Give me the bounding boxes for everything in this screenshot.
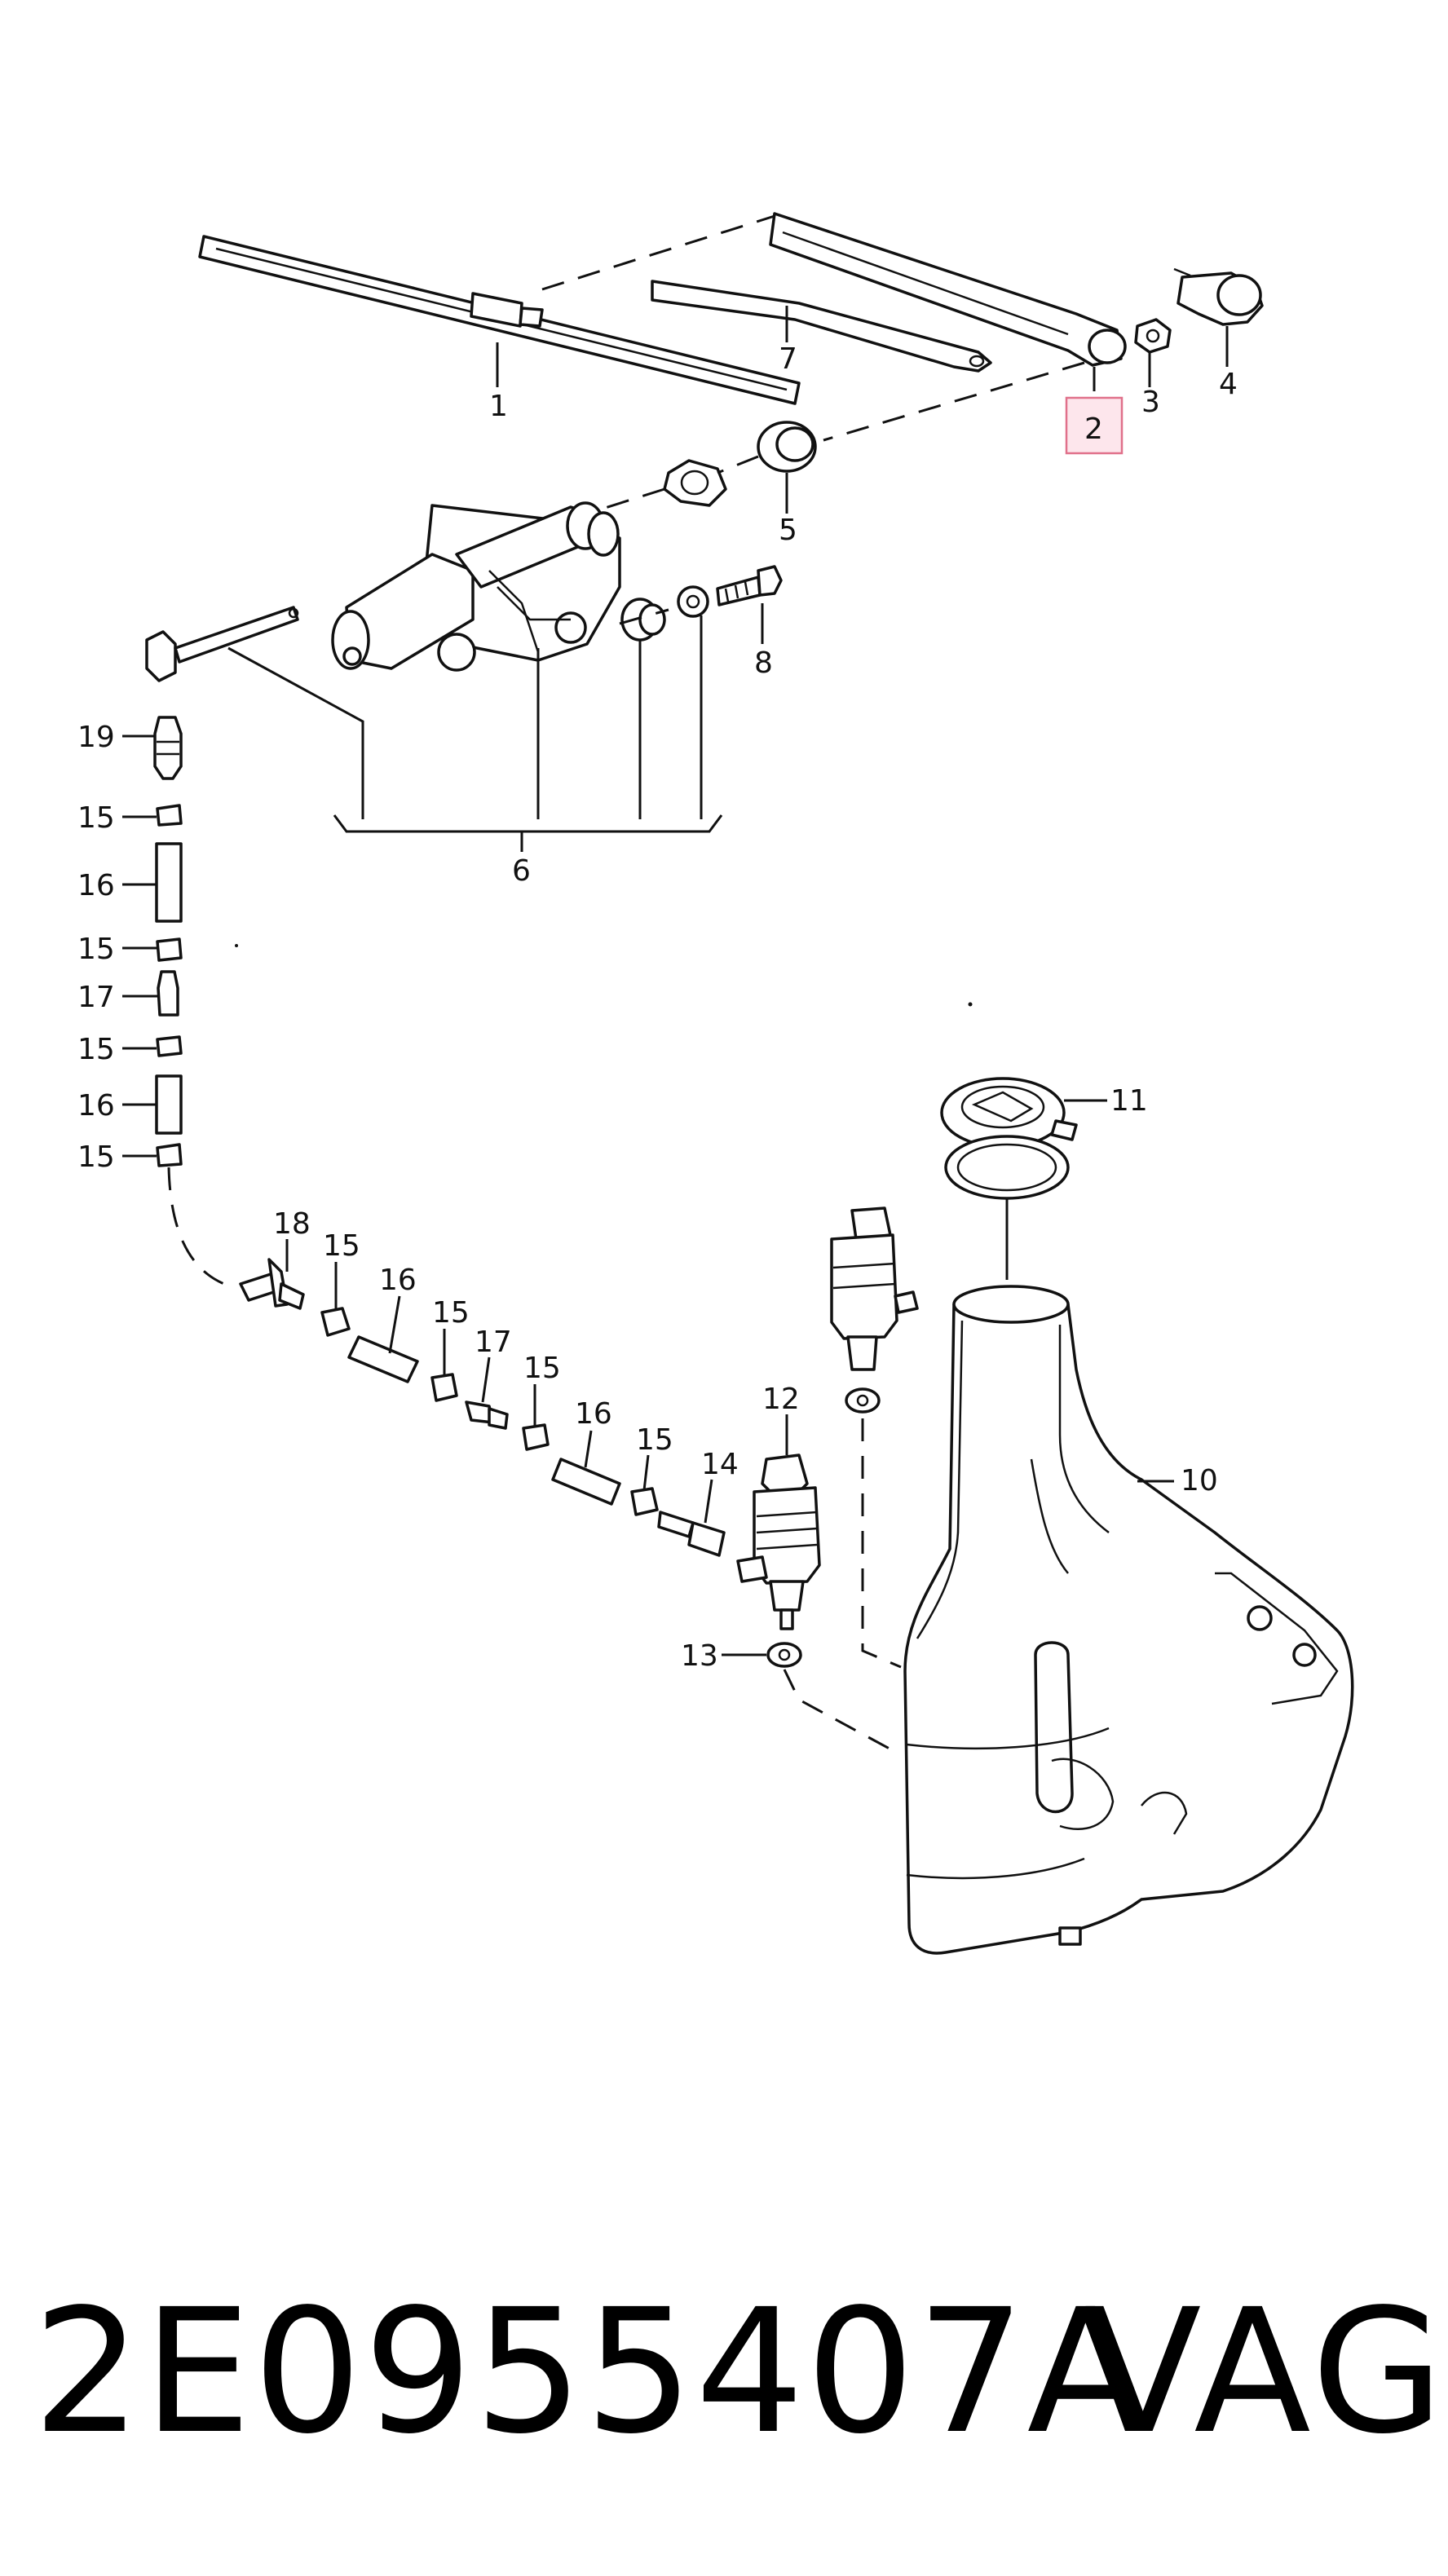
- seal: [766, 1642, 802, 1668]
- callout-7: 7: [779, 342, 797, 376]
- callout-15-c: 15: [77, 1033, 115, 1066]
- callout-13: 13: [681, 1639, 718, 1673]
- callout-10: 10: [1181, 1464, 1218, 1498]
- hose-connector: [145, 606, 299, 682]
- callout-15-d: 15: [77, 1140, 115, 1174]
- callout-18: 18: [273, 1207, 311, 1241]
- washer: [663, 459, 727, 507]
- nut: [1134, 318, 1172, 354]
- callout-17-b: 17: [475, 1325, 512, 1359]
- footer: 2E0955407A VAG: [0, 2266, 1448, 2478]
- reservoir-cap: [940, 1077, 1078, 1200]
- callout-1: 1: [489, 390, 508, 423]
- callout-5: 5: [779, 514, 797, 547]
- wiper-motor: [331, 501, 621, 672]
- callout-11: 11: [1110, 1084, 1148, 1118]
- screw: [716, 565, 783, 607]
- cap: [1173, 267, 1264, 326]
- hose-chain: [239, 1258, 726, 1557]
- callout-19: 19: [77, 721, 115, 754]
- brand-label: VAG: [1084, 2272, 1447, 2472]
- callout-4: 4: [1219, 368, 1238, 401]
- callout-15-a: 15: [77, 801, 115, 835]
- callout-2[interactable]: 2: [1084, 412, 1103, 446]
- callout-6: 6: [512, 854, 531, 888]
- bushing: [620, 585, 709, 642]
- washer-pump-upper: [830, 1206, 919, 1414]
- callout-15-h: 15: [636, 1423, 673, 1457]
- callout-16-d: 16: [575, 1397, 612, 1431]
- hose-stack: [153, 716, 183, 1167]
- callout-16-c: 16: [379, 1264, 417, 1297]
- wiper-lever: [651, 280, 992, 373]
- highlight-box: [1065, 396, 1124, 455]
- wiper-blade: [198, 235, 801, 405]
- callout-8: 8: [754, 646, 773, 680]
- callout-15-g: 15: [523, 1352, 561, 1385]
- washer-pump: [736, 1453, 821, 1630]
- washer-reservoir: [903, 1285, 1354, 1955]
- wiper-arm: [769, 212, 1127, 367]
- callout-12: 12: [762, 1383, 800, 1416]
- part-number: 2E0955407A: [33, 2272, 1146, 2472]
- callout-14: 14: [701, 1448, 739, 1481]
- grommet: [757, 421, 817, 473]
- callout-15-f: 15: [432, 1296, 470, 1330]
- callout-17-a: 17: [77, 981, 115, 1014]
- callout-15-b: 15: [77, 933, 115, 966]
- callout-3: 3: [1141, 386, 1160, 419]
- callout-15-e: 15: [323, 1229, 360, 1263]
- callout-16-a: 16: [77, 869, 115, 902]
- callout-16-b: 16: [77, 1089, 115, 1123]
